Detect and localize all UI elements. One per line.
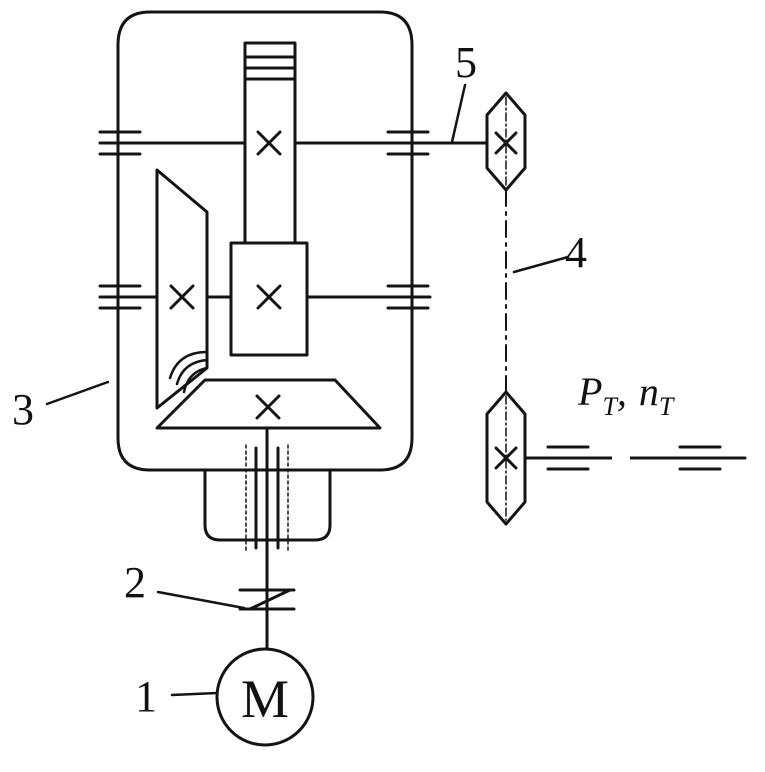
leader-lines	[45, 83, 570, 697]
label-shaft: 5	[455, 38, 477, 87]
electric-motor: M	[215, 647, 315, 747]
input-shaft	[245, 426, 289, 652]
label-coupling: 2	[124, 558, 146, 607]
output-params-label: PT,nT	[577, 369, 675, 421]
spur-pinion	[229, 241, 309, 357]
lower-sprocket	[485, 390, 527, 526]
speed-symbol: n	[639, 369, 659, 414]
large-spur-gear	[243, 41, 297, 245]
power-symbol: P	[577, 369, 602, 414]
bevel-pinion	[155, 378, 382, 430]
label-motor: 1	[135, 672, 157, 721]
label-housing: 3	[12, 385, 34, 434]
output-shaft	[523, 445, 747, 471]
label-chain: 4	[565, 228, 587, 277]
separator: ,	[617, 369, 627, 414]
speed-subscript: T	[659, 392, 675, 421]
bevel-gear	[155, 168, 209, 410]
motor-symbol: M	[241, 669, 289, 729]
upper-sprocket	[485, 91, 527, 192]
coupling-symbol	[238, 588, 296, 611]
power-subscript: T	[602, 392, 618, 421]
